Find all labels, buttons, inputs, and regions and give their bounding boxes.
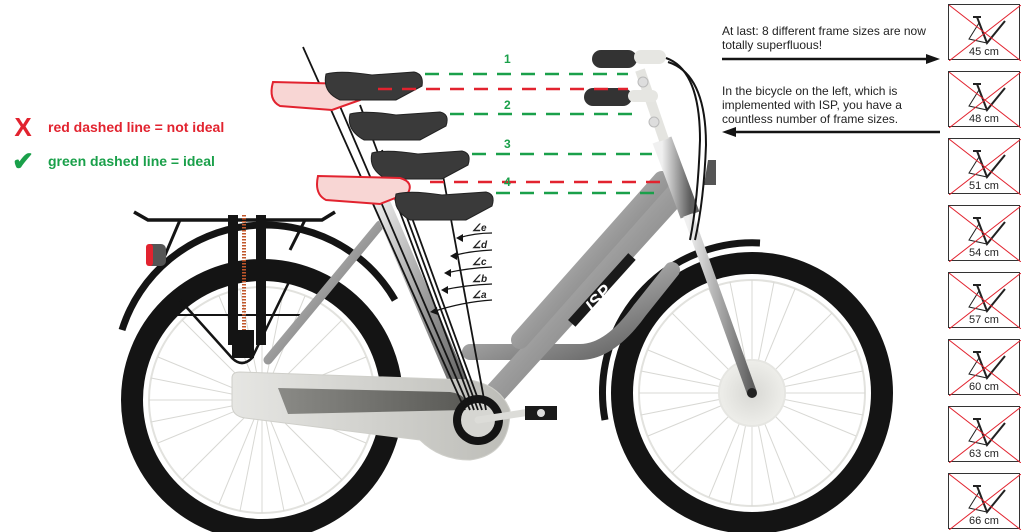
position-label-4: 4 (504, 175, 511, 189)
frame-size-label: 57 cm (969, 314, 999, 326)
front-wheel (599, 239, 893, 532)
crossed-frame-icon (949, 139, 1021, 195)
crossed-frame-icon (949, 273, 1021, 329)
crossed-frame-icon (949, 407, 1021, 463)
frame-size-card: 48 cm (948, 71, 1021, 128)
saddle-positions (270, 71, 494, 221)
arrow-right-icon (926, 54, 940, 64)
note-isp-countless-sizes: In the bicycle on the left, which is imp… (722, 84, 902, 126)
check-mark-icon: ✔ (12, 146, 34, 176)
angle-label-d: ∠d (472, 240, 488, 251)
frame-size-card: 60 cm (948, 339, 1021, 396)
crossed-frame-icon (949, 474, 1021, 530)
angle-label-c: ∠c (472, 257, 487, 268)
position-label-2: 2 (504, 98, 511, 112)
saddle-2 (348, 111, 448, 141)
x-mark-icon: X (14, 112, 32, 142)
frame-size-card: 57 cm (948, 272, 1021, 329)
saddle-3 (370, 150, 470, 180)
crossed-frame-icon (949, 340, 1021, 396)
saddle-1 (324, 71, 423, 101)
saddle-4 (394, 191, 494, 221)
legend-ideal: ✔ green dashed line = ideal (8, 148, 215, 174)
arrow-left-icon (722, 127, 736, 137)
bicycle-frame: ISP (263, 68, 757, 421)
note-superfluous-sizes: At last: 8 different frame sizes are now… (722, 24, 926, 52)
legend-not-ideal-text: red dashed line = not ideal (48, 119, 225, 135)
angle-label-b: ∠b (472, 274, 487, 285)
angle-markers: ∠e ∠d ∠c ∠b ∠a (430, 223, 493, 315)
crossed-frame-icon (949, 206, 1021, 262)
frame-size-label: 66 cm (969, 515, 999, 527)
frame-size-card: 51 cm (948, 138, 1021, 195)
handlebars (584, 50, 708, 241)
frame-size-card: 45 cm (948, 4, 1021, 61)
frame-size-card: 63 cm (948, 406, 1021, 463)
chain-guard (231, 371, 557, 461)
position-label-3: 3 (504, 137, 511, 151)
frame-size-label: 48 cm (969, 113, 999, 125)
frame-size-label: 60 cm (969, 381, 999, 393)
crossed-frame-icon (949, 5, 1021, 61)
frame-size-label: 63 cm (969, 448, 999, 460)
crossed-frame-icon (949, 72, 1021, 128)
position-label-1: 1 (504, 52, 511, 66)
frame-size-label: 51 cm (969, 180, 999, 192)
frame-size-label: 54 cm (969, 247, 999, 259)
note-arrows (722, 54, 940, 137)
legend-ideal-text: green dashed line = ideal (48, 153, 215, 169)
seatpost-angle-lines (302, 46, 487, 411)
angle-label-e: ∠e (472, 223, 487, 234)
frame-size-card: 66 cm (948, 473, 1021, 530)
legend-not-ideal: X red dashed line = not ideal (8, 114, 224, 140)
frame-size-label: 45 cm (969, 46, 999, 58)
frame-size-card: 54 cm (948, 205, 1021, 262)
dashed-guides (378, 72, 664, 195)
saddle-red-4 (316, 174, 411, 206)
angle-label-a: ∠a (472, 290, 487, 301)
rear-light (146, 244, 166, 266)
